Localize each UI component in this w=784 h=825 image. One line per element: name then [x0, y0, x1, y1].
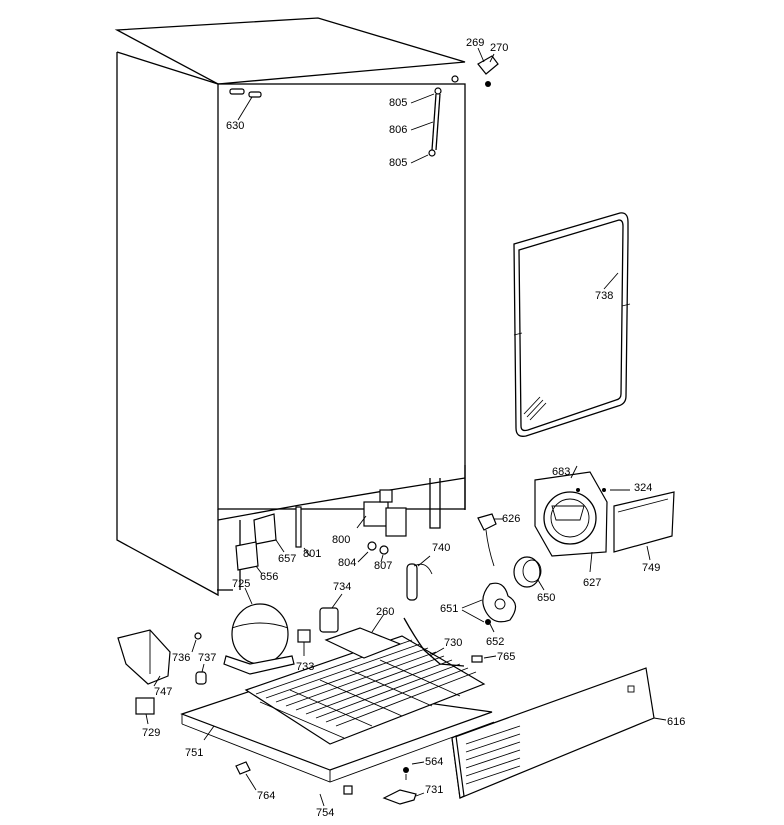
label-650: 650: [537, 592, 556, 604]
label-734: 734: [333, 581, 352, 593]
part-801: [295, 506, 311, 557]
label-730: 730: [444, 637, 463, 649]
part-738: [513, 212, 631, 437]
label-652: 652: [486, 636, 505, 648]
part-740: [406, 555, 433, 601]
part-729: [135, 697, 155, 725]
part-651-652: [461, 582, 517, 633]
part-650: [513, 556, 545, 591]
label-651: 651: [440, 603, 459, 615]
label-749: 749: [642, 562, 661, 574]
label-616: 616: [667, 716, 686, 728]
label-626: 626: [502, 513, 521, 525]
part-736-737: [191, 632, 207, 685]
label-270: 270: [490, 42, 509, 54]
label-804: 804: [338, 557, 357, 569]
label-754: 754: [316, 807, 335, 819]
label-807: 807: [374, 560, 393, 572]
label-260: 260: [376, 606, 395, 618]
label-801: 801: [303, 548, 322, 560]
label-564: 564: [425, 756, 444, 768]
part-731: [382, 789, 425, 805]
label-731: 731: [425, 784, 444, 796]
label-729: 729: [142, 727, 161, 739]
label-630: 630: [226, 120, 245, 132]
label-800: 800: [332, 534, 351, 546]
part-747: [117, 629, 171, 687]
label-805-top: 805: [389, 97, 408, 109]
label-725: 725: [232, 578, 251, 590]
label-627: 627: [583, 577, 602, 589]
part-260-condenser: [244, 613, 486, 745]
part-800: [356, 489, 407, 563]
label-683: 683: [552, 466, 571, 478]
label-751: 751: [185, 747, 204, 759]
part-657: [253, 513, 285, 553]
part-564: [403, 761, 425, 780]
part-630: [229, 88, 262, 121]
part-765: [471, 655, 497, 663]
label-738: 738: [595, 290, 614, 302]
part-725: [223, 587, 295, 675]
part-754: [319, 785, 353, 807]
label-269: 269: [466, 37, 485, 49]
label-740: 740: [432, 542, 451, 554]
label-806: 806: [389, 124, 408, 136]
label-747: 747: [154, 686, 173, 698]
label-657: 657: [278, 553, 297, 565]
part-626: [477, 513, 503, 567]
part-764: [235, 761, 257, 791]
label-736: 736: [172, 652, 191, 664]
part-269-270: [451, 47, 499, 87]
part-616: [451, 667, 667, 799]
part-627: [534, 465, 608, 573]
part-730: [403, 617, 465, 667]
label-737: 737: [198, 652, 217, 664]
label-733: 733: [296, 661, 315, 673]
part-733: [297, 629, 311, 656]
part-734: [319, 593, 343, 633]
part-806: [410, 87, 442, 164]
cabinet: [114, 17, 466, 597]
part-749: [602, 488, 675, 561]
label-656: 656: [260, 571, 279, 583]
label-805-bottom: 805: [389, 157, 408, 169]
label-324: 324: [634, 482, 653, 494]
label-764: 764: [257, 790, 276, 802]
part-656: [235, 541, 263, 575]
label-765: 765: [497, 651, 516, 663]
